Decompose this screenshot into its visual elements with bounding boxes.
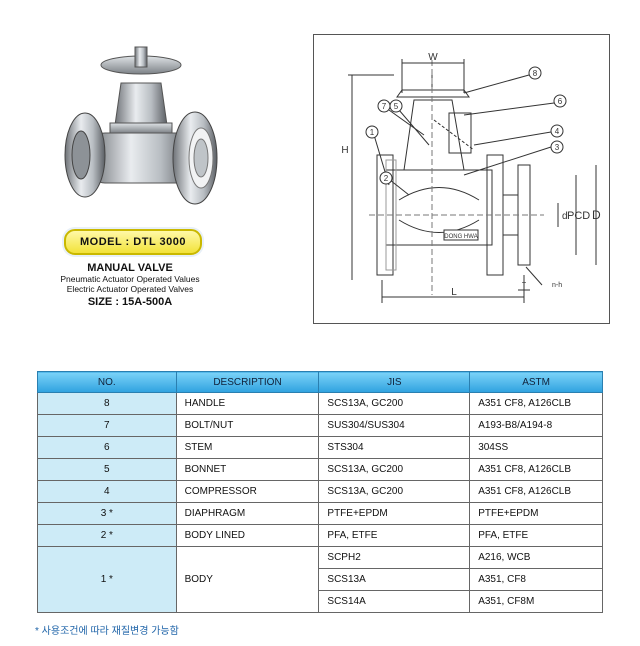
row-jis: PFA, ETFE (318, 524, 471, 547)
row-astm: A351 CF8, A126CLB (469, 458, 603, 481)
row-no: 3 * (37, 502, 177, 525)
table-header-row: NO. DESCRIPTION JIS ASTM (37, 371, 603, 393)
footnote: * 사용조건에 따라 재질변경 가능함 (35, 626, 179, 637)
header-no: NO. (37, 371, 177, 393)
row-astm: PFA, ETFE (469, 524, 603, 547)
row-astm: A216, WCB (469, 546, 603, 569)
callout-8: 8 (533, 69, 538, 78)
callout-1: 1 (370, 128, 375, 137)
callout-6: 6 (558, 97, 563, 106)
row-astm: A351 CF8, A126CLB (469, 392, 603, 415)
table-row: 8 HANDLE SCS13A, GC200 A351 CF8, A126CLB (37, 392, 603, 415)
table-row: 2 * BODY LINED PFA, ETFE PFA, ETFE (37, 524, 603, 547)
dim-t: T (522, 282, 527, 289)
product-caption: MANUAL VALVE Pneumatic Actuator Operated… (40, 262, 220, 308)
row-jis: SCS13A (318, 568, 471, 591)
callout-5: 5 (394, 102, 399, 111)
valve-photo (55, 25, 220, 225)
row-astm: 304SS (469, 436, 603, 459)
row-jis: SCS14A (318, 590, 471, 613)
header-jis: JIS (318, 371, 471, 393)
row-description: HANDLE (175, 392, 320, 415)
table-row: SCS14A A351, CF8M (38, 590, 603, 613)
row-no: 4 (37, 480, 177, 503)
row-no: 5 (37, 458, 177, 481)
product-size: SIZE : 15A-500A (87, 296, 173, 308)
dim-pcd: PCD (567, 210, 590, 222)
row-astm: PTFE+EPDM (469, 502, 603, 525)
dim-d-small: d (562, 211, 568, 222)
diagram-brand: DONG HWA (444, 234, 477, 240)
dim-nh: n-h (552, 282, 562, 289)
dim-l: L (451, 287, 457, 298)
product-subtitle-2: Electric Actuator Operated Valves (66, 284, 194, 294)
parts-table: NO. DESCRIPTION JIS ASTM 8 HANDLE SCS13A… (37, 371, 603, 613)
row-jis: SCS13A, GC200 (318, 480, 471, 503)
table-row: 1 * BODY SCPH2 A216, WCB (37, 546, 603, 613)
row-no: 7 (37, 414, 177, 437)
callout-7: 7 (382, 102, 387, 111)
row-jis: SCS13A, GC200 (318, 392, 471, 415)
header-description: DESCRIPTION (175, 371, 320, 393)
row-description: DIAPHRAGM (175, 502, 320, 525)
row-no: 1 * (37, 546, 177, 613)
valve-diagram: DONG HWA 8 6 7 5 1 4 3 2 W H L T n-h (313, 34, 610, 324)
dim-h: H (341, 145, 348, 156)
row-no: 8 (37, 392, 177, 415)
row-jis: PTFE+EPDM (318, 502, 471, 525)
callout-4: 4 (555, 127, 560, 136)
table-row: 7 BOLT/NUT SUS304/SUS304 A193-B8/A194-8 (37, 414, 603, 437)
dim-w: W (428, 52, 438, 63)
header-astm: ASTM (469, 371, 603, 393)
row-jis: SUS304/SUS304 (318, 414, 471, 437)
row-description: BOLT/NUT (175, 414, 320, 437)
row-no: 6 (37, 436, 177, 459)
row-jis: SCPH2 (318, 546, 471, 569)
row-astm: A193-B8/A194-8 (469, 414, 603, 437)
row-astm: A351, CF8 (469, 568, 603, 591)
callout-2: 2 (384, 174, 389, 183)
table-row: 6 STEM STS304 304SS (37, 436, 603, 459)
product-subtitle-1: Pneumatic Actuator Operated Values (60, 274, 200, 284)
row-description: BONNET (175, 458, 320, 481)
table-row: 4 COMPRESSOR SCS13A, GC200 A351 CF8, A12… (37, 480, 603, 503)
callout-3: 3 (555, 143, 560, 152)
row-description: STEM (175, 436, 320, 459)
row-jis: STS304 (318, 436, 471, 459)
row-description: BODY (175, 546, 320, 613)
dim-d-big: D (592, 208, 601, 222)
row-astm: A351 CF8, A126CLB (469, 480, 603, 503)
table-row: 3 * DIAPHRAGM PTFE+EPDM PTFE+EPDM (37, 502, 603, 525)
row-description: COMPRESSOR (175, 480, 320, 503)
row-no: 2 * (37, 524, 177, 547)
product-title: MANUAL VALVE (87, 262, 173, 274)
row-jis: SCS13A, GC200 (318, 458, 471, 481)
model-label: MODEL : DTL 3000 (64, 229, 202, 255)
row-astm: A351, CF8M (469, 590, 603, 613)
table-row: 5 BONNET SCS13A, GC200 A351 CF8, A126CLB (37, 458, 603, 481)
row-description: BODY LINED (175, 524, 320, 547)
